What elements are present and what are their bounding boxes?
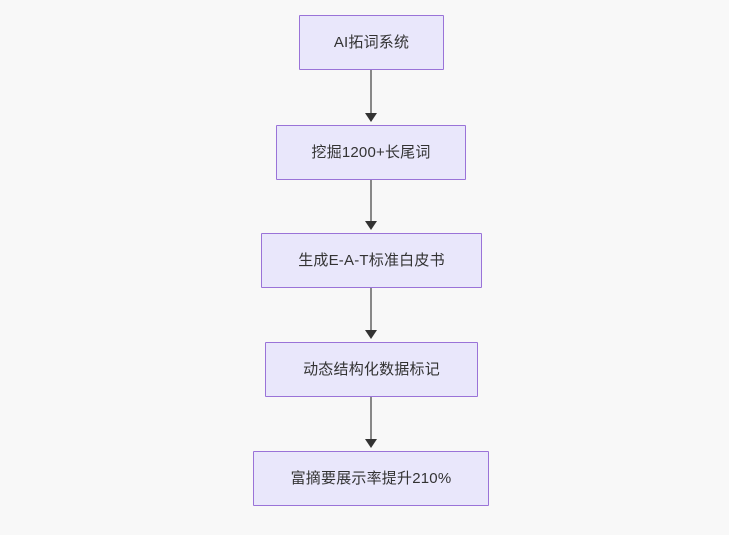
flow-node-label: 动态结构化数据标记 bbox=[303, 361, 440, 378]
flow-node-label: AI拓词系统 bbox=[333, 34, 410, 51]
flow-node-label: 挖掘1200+长尾词 bbox=[311, 144, 431, 161]
flow-node-rich-snippet-impression-lift[interactable]: 富摘要展示率提升210% bbox=[253, 451, 489, 506]
flow-node-mine-longtail-keywords[interactable]: 挖掘1200+长尾词 bbox=[276, 125, 466, 180]
flow-edge-line-0 bbox=[370, 70, 372, 116]
flow-edge-arrowhead-2 bbox=[365, 330, 377, 339]
flow-edge-line-3 bbox=[370, 397, 372, 442]
flow-edge-arrowhead-0 bbox=[365, 113, 377, 122]
flow-edge-arrowhead-3 bbox=[365, 439, 377, 448]
flow-node-ai-keyword-system[interactable]: AI拓词系统 bbox=[299, 15, 444, 70]
flow-node-dynamic-structured-data-markup[interactable]: 动态结构化数据标记 bbox=[265, 342, 478, 397]
flow-node-label: 生成E-A-T标准白皮书 bbox=[298, 252, 445, 269]
flow-edge-line-1 bbox=[370, 180, 372, 224]
flow-edge-arrowhead-1 bbox=[365, 221, 377, 230]
flow-edge-line-2 bbox=[370, 288, 372, 333]
flow-node-generate-eat-whitepaper[interactable]: 生成E-A-T标准白皮书 bbox=[261, 233, 482, 288]
flow-node-label: 富摘要展示率提升210% bbox=[290, 470, 452, 487]
